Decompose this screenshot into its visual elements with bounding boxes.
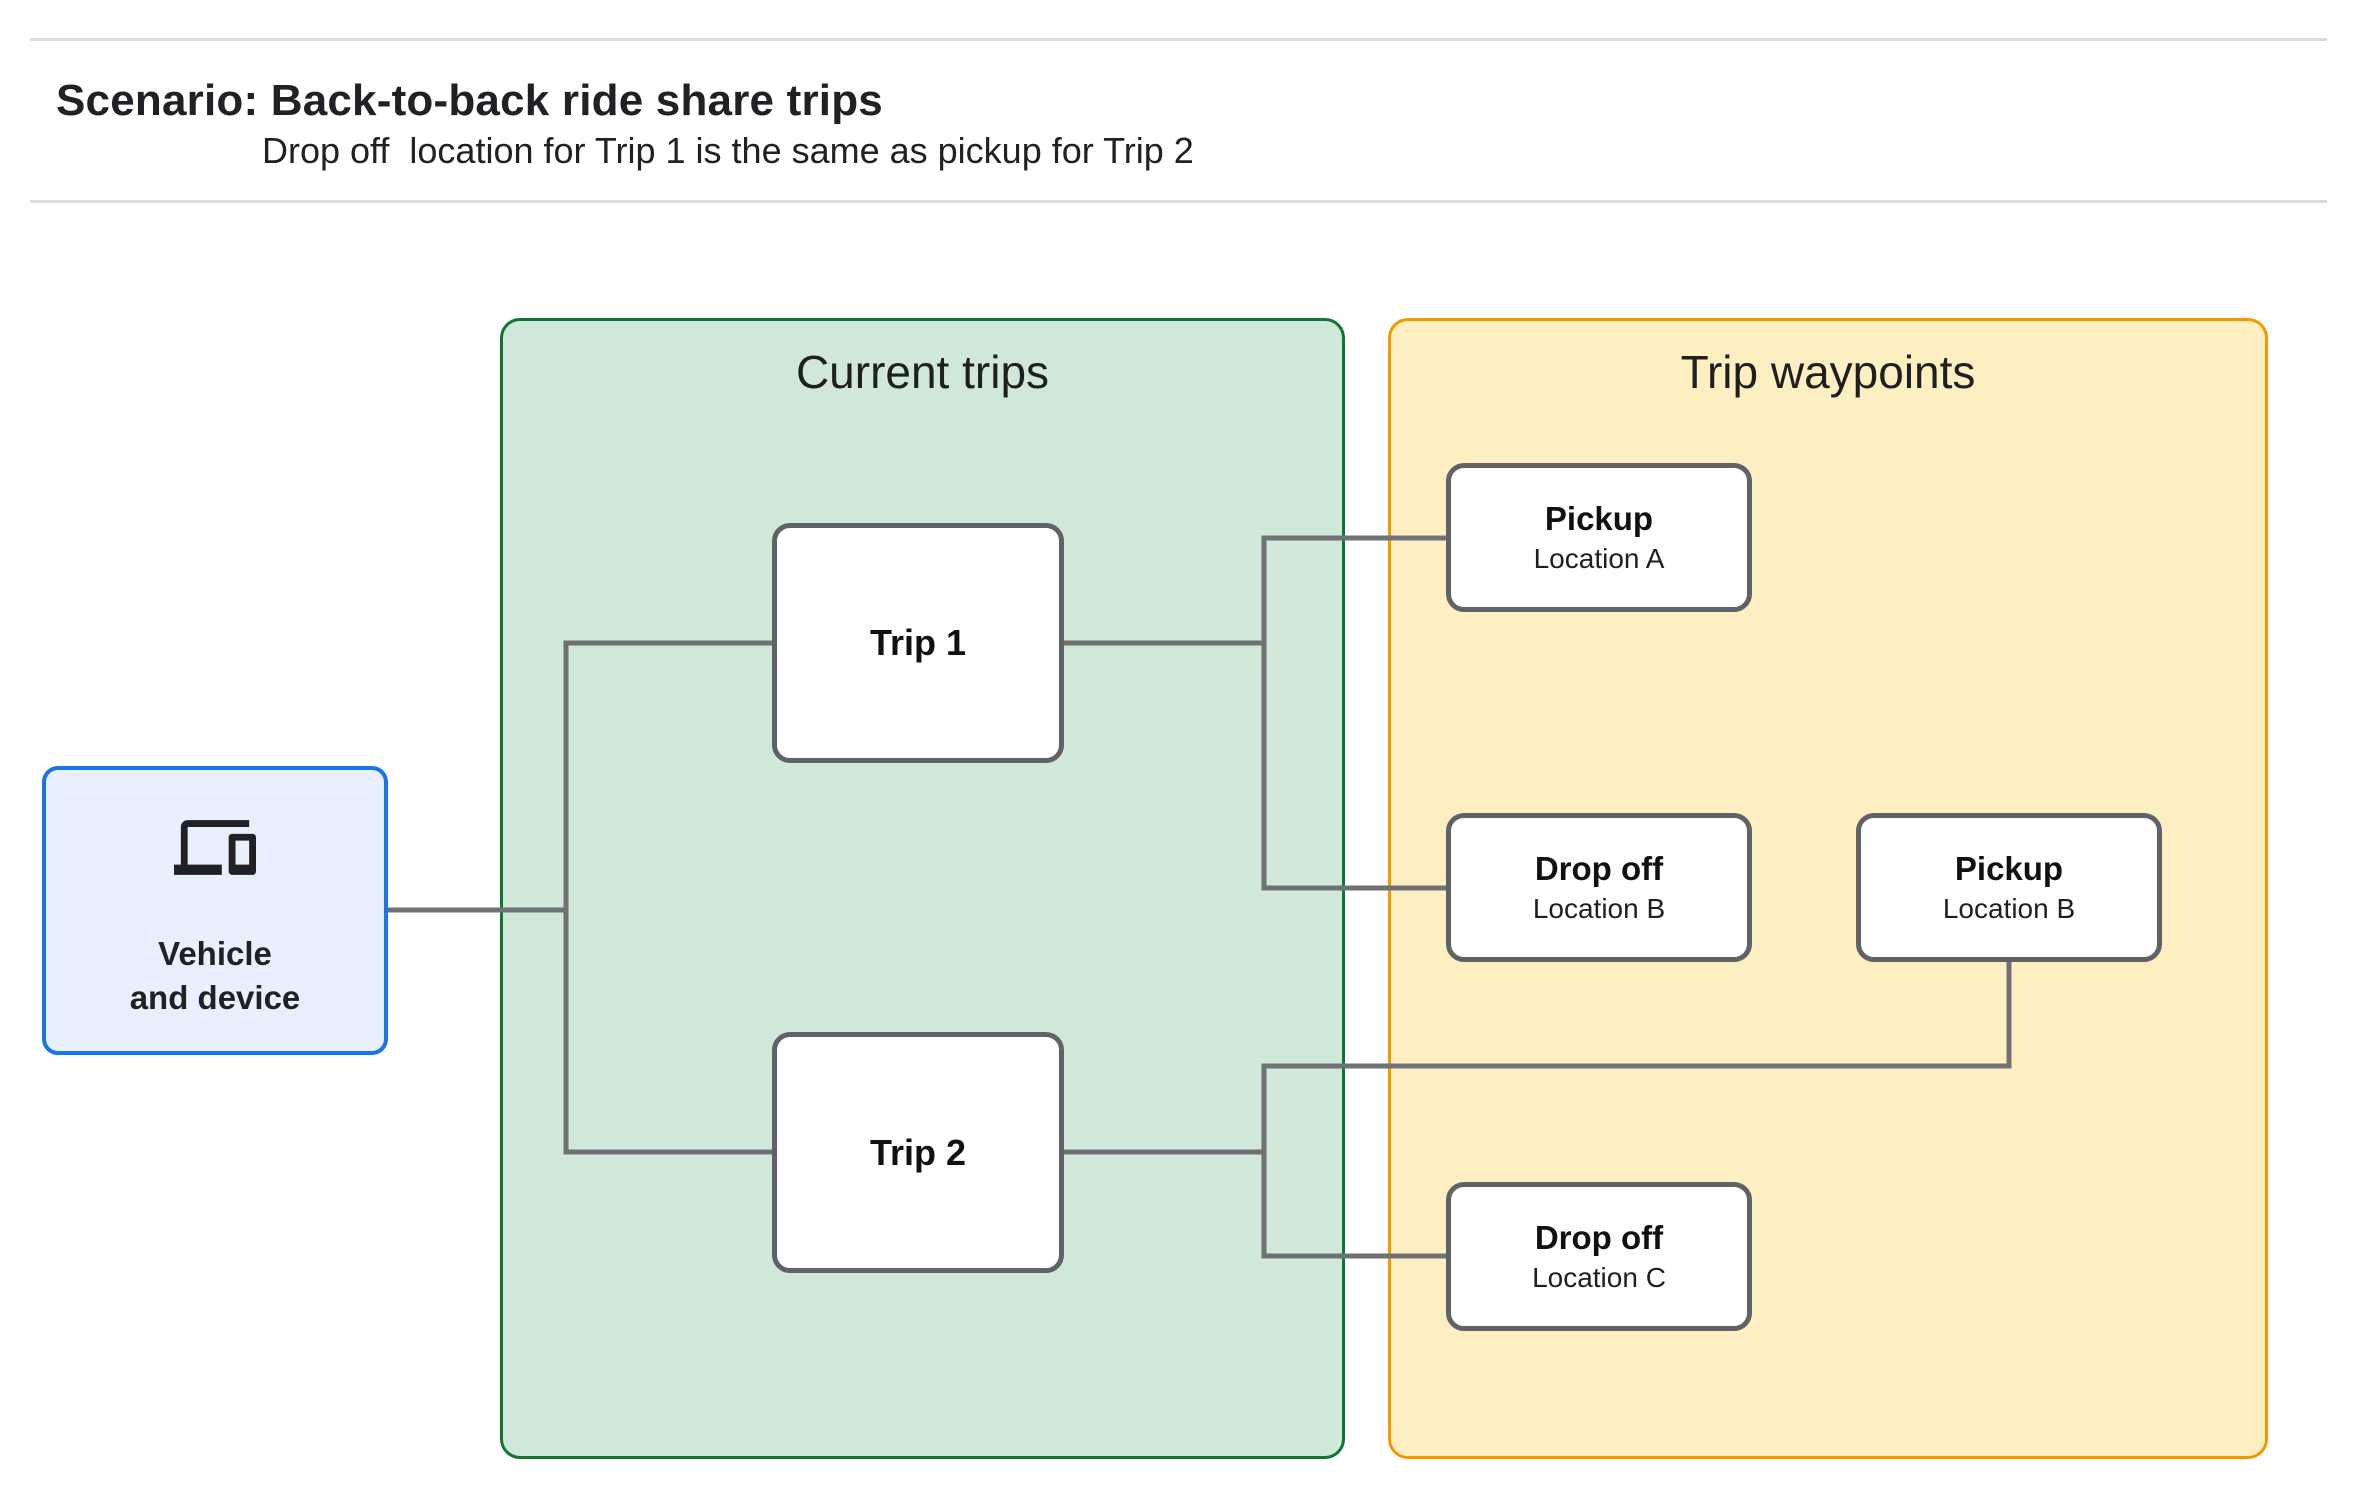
waypoint-location-label: Location B [1942,893,2076,924]
header-divider [30,200,2327,203]
waypoint-pickup-location-a: Pickup Location A [1446,463,1752,612]
waypoint-dropoff-location-b: Drop off Location B [1446,813,1752,962]
vehicle-and-device-box: Vehicle and device [42,766,388,1055]
trip-1-box: Trip 1 [772,523,1064,763]
page-subtitle: Drop off location for Trip 1 is the same… [262,130,1194,171]
waypoint-dropoff-location-c: Drop off Location C [1446,1182,1752,1331]
vehicle-label-line1: Vehicle [158,935,272,972]
waypoint-type-label: Pickup [1544,500,1654,537]
waypoint-pickup-location-b: Pickup Location B [1856,813,2162,962]
vehicle-label-line2: and device [129,979,301,1016]
vehicle-and-device-label: Vehicle and device [46,932,384,1020]
trip-2-label: Trip 2 [869,1131,967,1173]
page-title: Scenario: Back-to-back ride share trips [56,76,883,125]
waypoint-type-label: Drop off [1534,1219,1664,1256]
waypoint-type-label: Drop off [1534,850,1664,887]
waypoint-type-label: Pickup [1954,850,2064,887]
trip-2-box: Trip 2 [772,1032,1064,1273]
trip-1-label: Trip 1 [869,622,967,663]
waypoint-location-label: Location C [1532,1262,1666,1293]
trip-waypoints-panel-title: Trip waypoints [1680,346,1976,398]
waypoint-location-label: Location B [1532,893,1666,924]
waypoint-location-label: Location A [1533,543,1665,574]
top-divider [30,38,2327,41]
devices-icon [46,820,384,875]
current-trips-panel: Current trips [500,318,1345,1459]
current-trips-panel-title: Current trips [795,346,1050,398]
